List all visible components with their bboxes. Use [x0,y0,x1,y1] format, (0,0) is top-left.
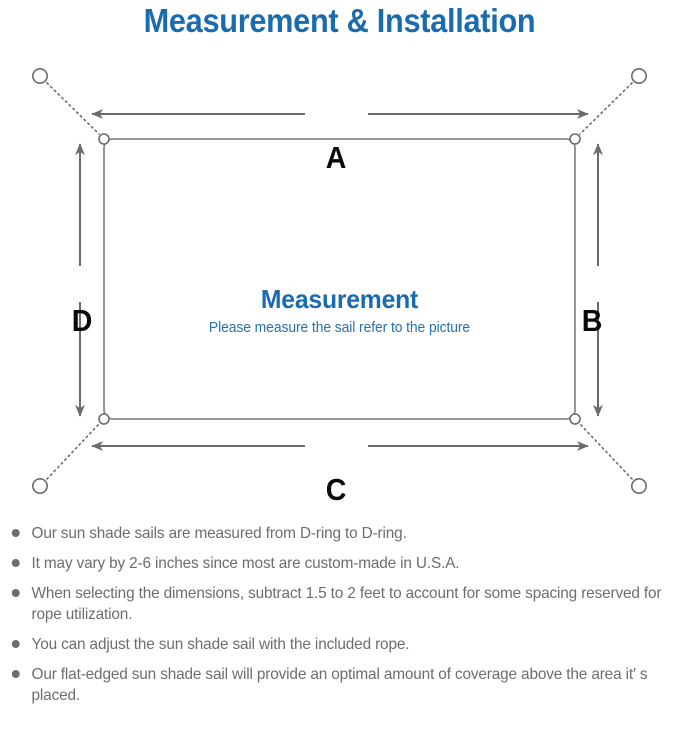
diagram-svg [31,67,647,494]
d-ring-top-left-icon [98,133,110,145]
list-item-text: When selecting the dimensions, subtract … [31,585,662,623]
notes-list: Our sun shade sails are measured from D-… [0,523,679,715]
rope-top-right [579,82,633,135]
list-item: Our flat-edged sun shade sail will provi… [0,664,669,706]
list-item-text: It may vary by 2-6 inches since most are… [31,555,460,572]
rope-bottom-left [46,423,100,480]
anchor-bottom-right-icon [630,477,647,494]
list-item-text: You can adjust the sun shade sail with t… [31,636,410,653]
list-item-text: Our sun shade sails are measured from D-… [31,525,407,542]
dimension-label-c: C [325,472,347,507]
list-item: You can adjust the sun shade sail with t… [0,634,669,655]
rope-top-left [46,82,100,135]
list-item: When selecting the dimensions, subtract … [0,583,669,625]
anchor-top-right-icon [630,67,647,84]
d-ring-bottom-right-icon [569,413,581,425]
list-item-text: Our flat-edged sun shade sail will provi… [31,666,648,704]
d-ring-bottom-left-icon [98,413,110,425]
list-item: It may vary by 2-6 inches since most are… [0,553,669,574]
page-title: Measurement & Installation [143,2,536,39]
bullet-icon [11,559,20,567]
d-ring-top-right-icon [569,133,581,145]
dimension-label-b: B [581,303,603,338]
anchor-top-left-icon [31,67,48,84]
anchor-bottom-left-icon [31,477,48,494]
rope-bottom-right [579,423,633,480]
sail-panel [103,138,576,420]
bullet-icon [11,529,20,537]
bullet-icon [11,670,20,678]
bullet-icon [11,640,20,648]
dimension-label-d: D [71,303,93,338]
list-item: Our sun shade sails are measured from D-… [0,523,669,544]
bullet-icon [11,589,20,597]
measurement-diagram: Measurement Please measure the sail refe… [0,44,679,519]
dimension-label-a: A [325,140,347,175]
